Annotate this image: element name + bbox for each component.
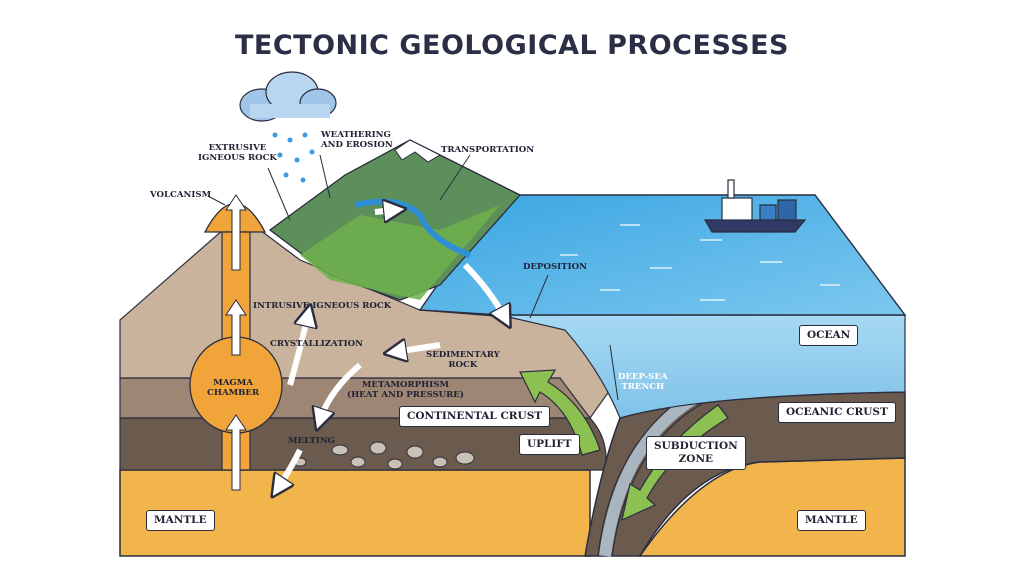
box-uplift: UPLIFT: [519, 434, 580, 455]
box-ocean: OCEAN: [799, 325, 858, 346]
label-deep-sea-trench: DEEP-SEA TRENCH: [618, 372, 668, 392]
label-deposition: DEPOSITION: [523, 262, 587, 272]
label-extrusive-igneous-rock: EXTRUSIVE IGNEOUS ROCK: [198, 143, 277, 163]
label-weathering-erosion: WEATHERING AND EROSION: [321, 130, 393, 150]
box-mantle-left: MANTLE: [146, 510, 215, 531]
box-oceanic-crust: OCEANIC CRUST: [778, 402, 896, 423]
label-transportation: TRANSPORTATION: [441, 145, 534, 155]
label-melting: MELTING: [288, 436, 335, 446]
label-metamorphism: METAMORPHISM (HEAT AND PRESSURE): [347, 380, 464, 400]
box-mantle-right: MANTLE: [797, 510, 866, 531]
label-magma-chamber: MAGMA CHAMBER: [207, 378, 259, 398]
cloud-icon: [240, 72, 336, 121]
label-intrusive-igneous-rock: INTRUSIVE IGNEOUS ROCK: [253, 301, 391, 311]
rain-drops: [273, 133, 315, 183]
box-subduction-zone: SUBDUCTION ZONE: [646, 436, 746, 470]
label-sedimentary-rock: SEDIMENTARY ROCK: [426, 350, 500, 370]
label-crystallization: CRYSTALLIZATION: [270, 339, 363, 349]
label-volcanism: VOLCANISM: [150, 190, 211, 200]
page-title: TECTONIC GEOLOGICAL PROCESSES: [0, 30, 1024, 61]
box-continental-crust: CONTINENTAL CRUST: [399, 406, 550, 427]
